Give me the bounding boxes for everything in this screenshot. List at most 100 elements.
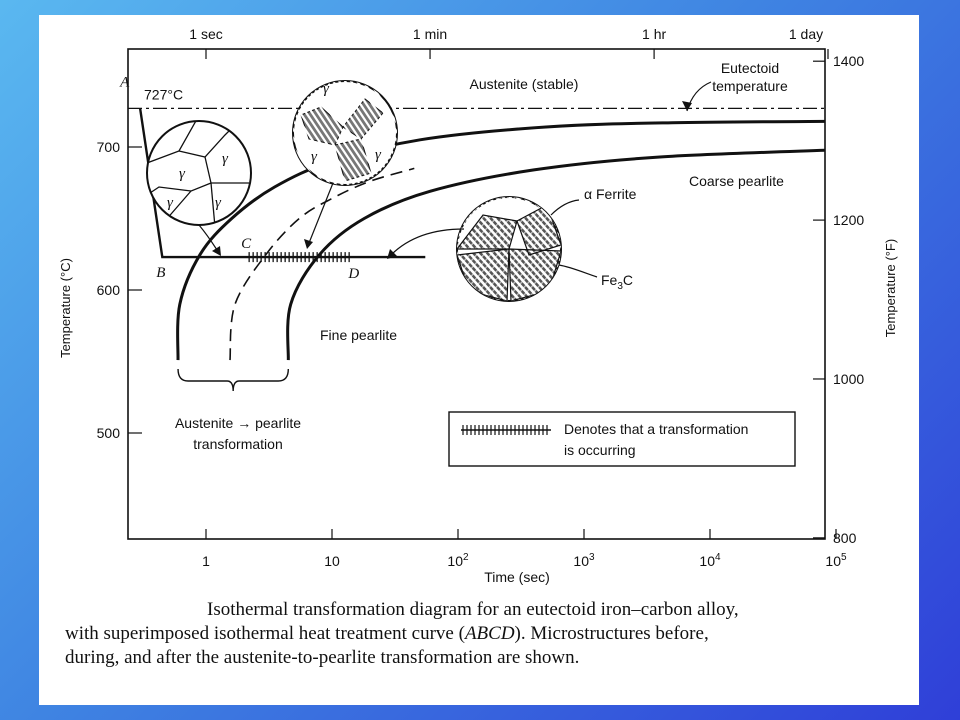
lamella	[358, 81, 397, 185]
lamella	[507, 197, 561, 301]
top-tick-label: 1 sec	[189, 26, 222, 42]
gamma-label: γ	[323, 81, 330, 97]
gamma-label: γ	[215, 195, 222, 211]
transformation-label-line2: transformation	[193, 436, 282, 452]
fe3c-base: Fe	[601, 272, 618, 288]
right-tick-label: 800	[833, 530, 857, 546]
lamella	[457, 197, 497, 301]
x-tick-label: 104	[699, 552, 721, 569]
caption-line-2: with superimposed isothermal heat treatm…	[65, 622, 915, 646]
micrograph-1-arrowhead	[212, 246, 221, 256]
x-tick-base: 10	[447, 553, 463, 569]
lamella	[457, 197, 539, 301]
alpha-ferrite-label: α Ferrite	[584, 186, 637, 202]
gamma-label: γ	[167, 195, 174, 211]
y-tick-label: 500	[97, 425, 121, 441]
lamella	[457, 197, 525, 301]
eutectoid-leader-arrow	[682, 101, 692, 111]
x-tick-label: 102	[447, 552, 469, 569]
lamella	[528, 197, 561, 301]
lamella	[457, 197, 490, 301]
lamella	[298, 81, 380, 185]
legend-hatch-sample	[461, 425, 551, 435]
legend: Denotes that a transformation is occurri…	[448, 411, 796, 467]
y-tick-label: 700	[97, 139, 121, 155]
eutectoid-label-line2: temperature	[712, 78, 788, 94]
lamella	[457, 197, 504, 301]
alpha-ferrite-leader	[550, 199, 580, 216]
x-tick-exponent: 5	[841, 552, 847, 563]
lamella	[293, 81, 338, 185]
micrograph-3-pointer	[390, 228, 465, 256]
transforming-micrograph: γ γ γ	[292, 80, 398, 186]
caption-line-1: Isothermal transformation diagram for an…	[207, 599, 739, 620]
lamella	[521, 197, 561, 301]
eutectoid-temperature-value: 727°C	[144, 86, 183, 102]
right-axis-ticks: 800 1000 1200 1400	[813, 53, 864, 546]
lamella	[293, 81, 356, 185]
lamella	[457, 197, 497, 301]
gamma-label: γ	[375, 147, 382, 163]
y-axis-title-right: Temperature (°F)	[883, 239, 898, 337]
x-tick-base: 10	[699, 553, 715, 569]
transformation-label-line1: Austenite → pearlite	[175, 415, 301, 431]
legend-text-line1: Denotes that a transformation	[564, 421, 748, 437]
right-tick-label: 1000	[833, 371, 864, 387]
fe3c-leader	[558, 264, 598, 278]
lamella	[293, 81, 332, 185]
point-a-label: A	[119, 74, 130, 90]
gamma-label: γ	[311, 149, 318, 165]
gamma-label: γ	[179, 166, 186, 182]
fe3c-label: Fe3C	[601, 272, 633, 292]
x-axis-title: Time (sec)	[484, 569, 550, 585]
caption-line-2-start: with superimposed isothermal heat treatm…	[65, 623, 465, 644]
x-tick-base: 10	[573, 553, 589, 569]
lamella	[334, 81, 397, 185]
figure-caption: Isothermal transformation diagram for an…	[65, 598, 915, 670]
eutectoid-leader-line	[686, 81, 712, 112]
lamella	[457, 197, 518, 301]
y-axis-title-left: Temperature (°C)	[58, 258, 73, 358]
caption-abcd: ABCD	[464, 623, 515, 644]
x-tick-base: 10	[825, 553, 841, 569]
lamella	[364, 81, 397, 185]
caption-line-3: during, and after the austenite-to-pearl…	[65, 647, 580, 668]
lamella	[293, 81, 350, 185]
legend-text-line2: is occurring	[564, 442, 636, 458]
austenite-stable-label: Austenite (stable)	[470, 76, 579, 92]
fe3c-tail: C	[623, 272, 633, 288]
pearlite-micrograph	[456, 196, 562, 302]
fe3c-subscript: 3	[617, 281, 623, 292]
x-tick-exponent: 2	[463, 552, 469, 563]
lamella	[457, 197, 511, 301]
x-tick-label: 103	[573, 552, 595, 569]
fine-pearlite-label: Fine pearlite	[320, 327, 397, 343]
point-b-label: B	[156, 265, 165, 281]
transformation-bracket	[177, 368, 290, 392]
lamella	[346, 81, 397, 185]
plot-frame	[127, 48, 826, 540]
lamella	[304, 81, 386, 185]
caption-line-2-end: ). Microstructures before,	[514, 623, 709, 644]
transformation-finish-curve	[286, 148, 825, 361]
gamma-label: γ	[222, 151, 229, 167]
micrograph-3-arrowhead	[387, 249, 397, 259]
x-tick-exponent: 3	[589, 552, 595, 563]
x-tick-label: 10	[324, 553, 340, 569]
lamella	[293, 81, 344, 185]
lamella	[457, 197, 532, 301]
coarse-pearlite-label: Coarse pearlite	[689, 173, 784, 189]
lamella	[521, 197, 561, 301]
top-tick-label: 1 day	[789, 26, 823, 42]
right-tick-label: 1200	[833, 212, 864, 228]
lamella	[514, 197, 561, 301]
right-tick-label: 1400	[833, 53, 864, 69]
austenite-grains-micrograph: γ γ γ γ	[146, 120, 252, 226]
legend-box	[448, 411, 796, 467]
top-tick-label: 1 hr	[642, 26, 666, 42]
